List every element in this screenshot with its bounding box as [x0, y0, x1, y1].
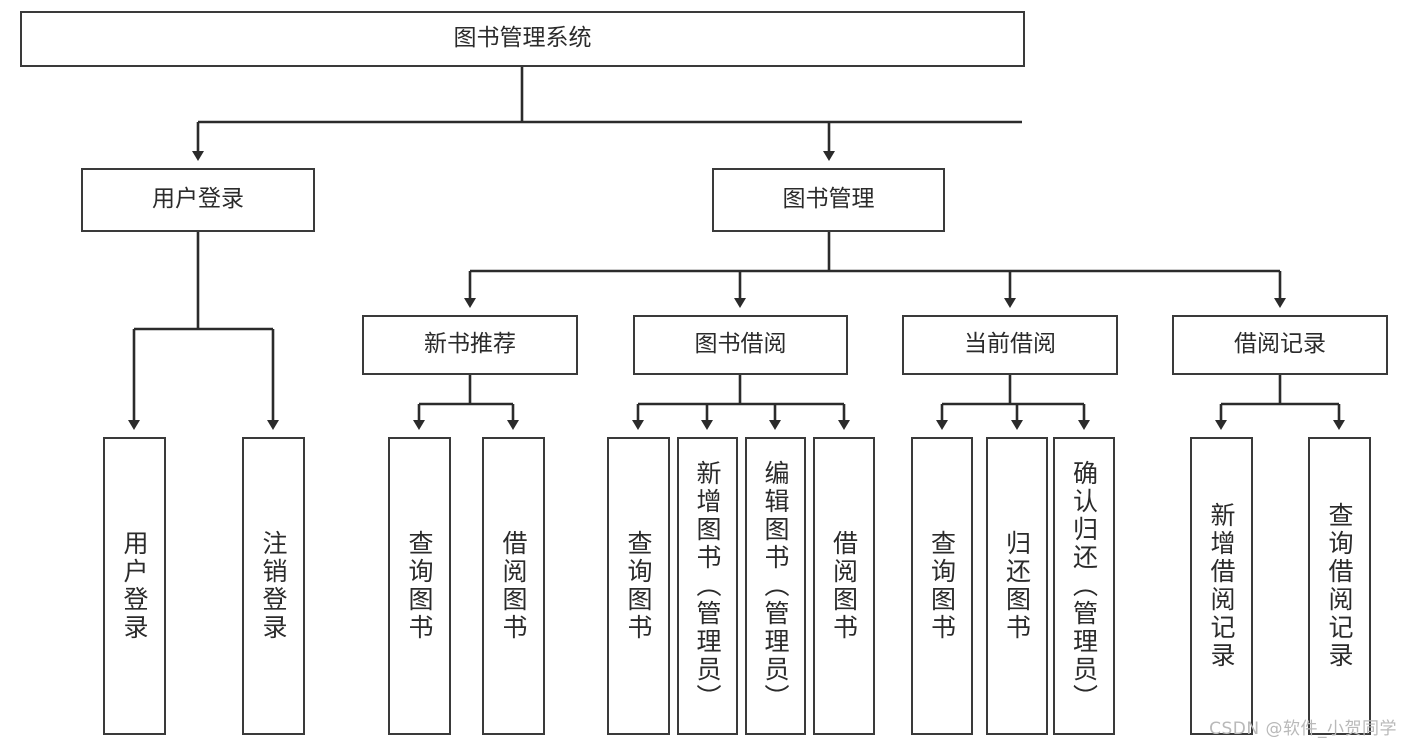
node-leaf-query-book-rec[interactable]: 查询图书 [388, 437, 451, 735]
node-label: 图书借阅 [694, 331, 787, 358]
node-leaf-user-login[interactable]: 用户登录 [103, 437, 166, 735]
node-current-borrow[interactable]: 当前借阅 [902, 315, 1118, 375]
node-leaf-add-borrow-record[interactable]: 新增借阅记录 [1190, 437, 1253, 735]
node-book-manage[interactable]: 图书管理 [712, 168, 945, 232]
node-leaf-return-book[interactable]: 归还图书 [986, 437, 1048, 735]
node-book-borrow[interactable]: 图书借阅 [633, 315, 848, 375]
node-label: 注销登录 [259, 530, 288, 642]
node-leaf-logout-login[interactable]: 注销登录 [242, 437, 305, 735]
node-label: 新书推荐 [424, 331, 516, 358]
node-leaf-query-borrow-record[interactable]: 查询借阅记录 [1308, 437, 1371, 735]
node-label: 查询图书 [927, 530, 957, 642]
node-user-login[interactable]: 用户登录 [81, 168, 315, 232]
node-label: 查询借阅记录 [1325, 502, 1354, 670]
node-root-system[interactable]: 图书管理系统 [20, 11, 1025, 67]
node-label: 借阅图书 [499, 530, 528, 642]
node-label: 查询图书 [624, 530, 653, 642]
node-borrow-record[interactable]: 借阅记录 [1172, 315, 1388, 375]
node-label: 用户登录 [120, 530, 149, 642]
node-leaf-confirm-return-admin[interactable]: 确认归还（管理员） [1053, 437, 1115, 735]
node-leaf-borrow-book-rec[interactable]: 借阅图书 [482, 437, 545, 735]
node-label: 当前借阅 [964, 331, 1056, 358]
node-leaf-query-book-current[interactable]: 查询图书 [911, 437, 973, 735]
node-label: 归还图书 [1002, 530, 1032, 642]
node-leaf-borrow-book[interactable]: 借阅图书 [813, 437, 875, 735]
csdn-watermark: CSDN @软件_小贺同学 [1209, 719, 1397, 739]
node-label: 图书管理 [782, 186, 875, 213]
node-leaf-edit-book-admin[interactable]: 编辑图书（管理员） [745, 437, 806, 735]
node-label: 确认归还（管理员） [1069, 460, 1099, 712]
node-label: 新增图书（管理员） [693, 460, 722, 712]
node-label: 借阅记录 [1234, 331, 1326, 358]
node-label: 图书管理系统 [453, 25, 592, 52]
node-label: 新增借阅记录 [1207, 502, 1236, 670]
node-label: 查询图书 [405, 530, 434, 642]
node-label: 编辑图书（管理员） [761, 460, 790, 712]
node-label: 用户登录 [152, 186, 244, 213]
node-leaf-query-book-borrow[interactable]: 查询图书 [607, 437, 670, 735]
node-label: 借阅图书 [829, 530, 859, 642]
node-leaf-add-book-admin[interactable]: 新增图书（管理员） [677, 437, 738, 735]
node-new-book-recommend[interactable]: 新书推荐 [362, 315, 578, 375]
